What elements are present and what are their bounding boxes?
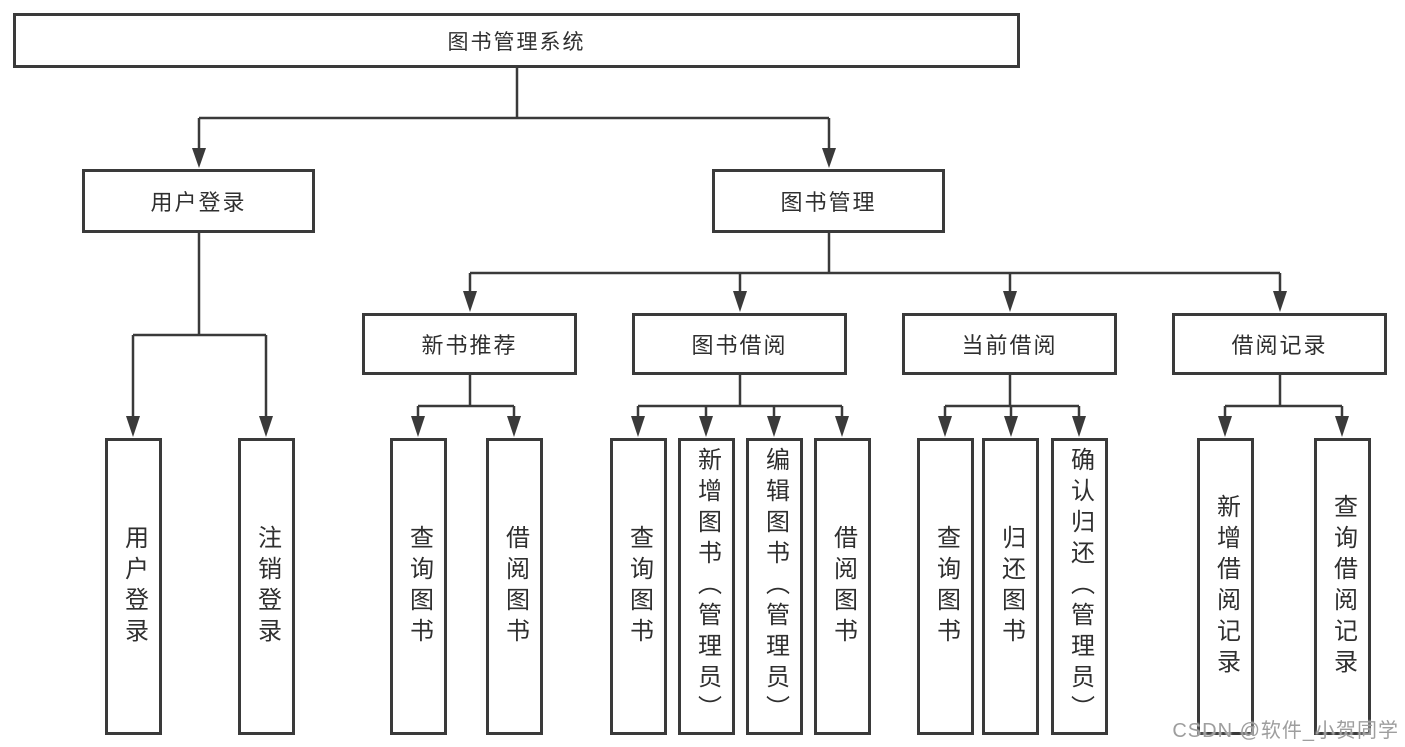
node-root-system: 图书管理系统 — [13, 13, 1020, 68]
node-leaf-query-borrow-record: 查询借阅记录 — [1314, 438, 1371, 735]
leaf-label: 查询借阅记录 — [1329, 493, 1357, 680]
node-borrow-record: 借阅记录 — [1172, 313, 1387, 375]
node-current-borrow: 当前借阅 — [902, 313, 1117, 375]
node-leaf-borrow-book-1: 借阅图书 — [486, 438, 543, 735]
leaf-label: 查询图书 — [405, 524, 433, 649]
watermark: CSDN @软件_小贺同学 — [1172, 720, 1399, 742]
node-leaf-add-borrow-record: 新增借阅记录 — [1197, 438, 1254, 735]
node-book-borrow: 图书借阅 — [632, 313, 847, 375]
leaf-label: 归还图书 — [997, 524, 1025, 649]
leaf-label: 编辑图书（管理员） — [761, 447, 789, 726]
leaf-label: 确认归还（管理员） — [1066, 447, 1094, 726]
node-leaf-return-book: 归还图书 — [982, 438, 1039, 735]
node-leaf-query-book-1: 查询图书 — [390, 438, 447, 735]
node-leaf-borrow-book-2: 借阅图书 — [814, 438, 871, 735]
node-new-book-recommend: 新书推荐 — [362, 313, 577, 375]
node-leaf-user-login: 用户登录 — [105, 438, 162, 735]
leaf-label: 新增借阅记录 — [1212, 493, 1240, 680]
node-leaf-add-book-admin: 新增图书（管理员） — [678, 438, 735, 735]
node-leaf-query-book-3: 查询图书 — [917, 438, 974, 735]
node-leaf-confirm-return-admin: 确认归还（管理员） — [1051, 438, 1108, 735]
node-user-login: 用户登录 — [82, 169, 315, 233]
node-book-management: 图书管理 — [712, 169, 945, 233]
leaf-label: 借阅图书 — [829, 524, 857, 649]
node-leaf-edit-book-admin: 编辑图书（管理员） — [746, 438, 803, 735]
leaf-label: 注销登录 — [253, 524, 281, 649]
leaf-label: 借阅图书 — [501, 524, 529, 649]
leaf-label: 查询图书 — [625, 524, 653, 649]
node-leaf-query-book-2: 查询图书 — [610, 438, 667, 735]
leaf-label: 查询图书 — [932, 524, 960, 649]
node-leaf-logout: 注销登录 — [238, 438, 295, 735]
leaf-label: 用户登录 — [120, 524, 148, 649]
leaf-label: 新增图书（管理员） — [693, 447, 721, 726]
